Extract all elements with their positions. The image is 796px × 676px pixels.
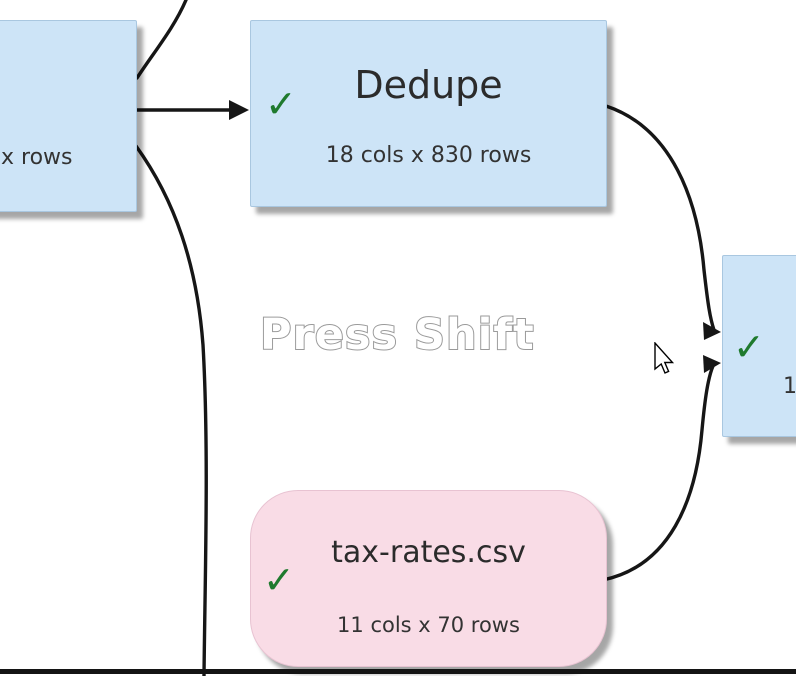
arrowhead-right-node-input-bottom[interactable] (703, 355, 721, 373)
mouse-cursor (654, 342, 675, 374)
check-icon: ✓ (263, 558, 295, 602)
node-stats: x rows (1, 145, 73, 170)
edge-left-node-downward[interactable] (134, 144, 208, 676)
check-icon: ✓ (733, 325, 765, 369)
press-shift-hint: Press Shift (259, 309, 535, 361)
node-title: Dedupe (354, 63, 503, 107)
edge-top-to-left-node[interactable] (135, 0, 188, 80)
node-stats: 1 (783, 374, 796, 399)
arrowhead-dedupe-input[interactable] (229, 100, 249, 120)
node-right-partial[interactable]: ✓ 1 (722, 255, 796, 437)
node-dedupe[interactable]: ✓ Dedupe 18 cols x 830 rows (250, 20, 607, 207)
node-stats: 11 cols x 70 rows (337, 613, 520, 637)
bottom-node-edge (0, 669, 796, 674)
node-stats: 18 cols x 830 rows (325, 143, 532, 168)
node-left-partial[interactable]: x rows (0, 20, 137, 212)
node-tax-rates[interactable]: ✓ tax-rates.csv 11 cols x 70 rows (250, 490, 607, 667)
edge-dedupe-to-right-node[interactable] (604, 104, 716, 332)
check-icon: ✓ (265, 82, 297, 126)
edge-tax-rates-to-right-node[interactable] (601, 364, 715, 582)
node-title: tax-rates.csv (331, 535, 526, 570)
arrowhead-right-node-input-top[interactable] (703, 322, 721, 340)
